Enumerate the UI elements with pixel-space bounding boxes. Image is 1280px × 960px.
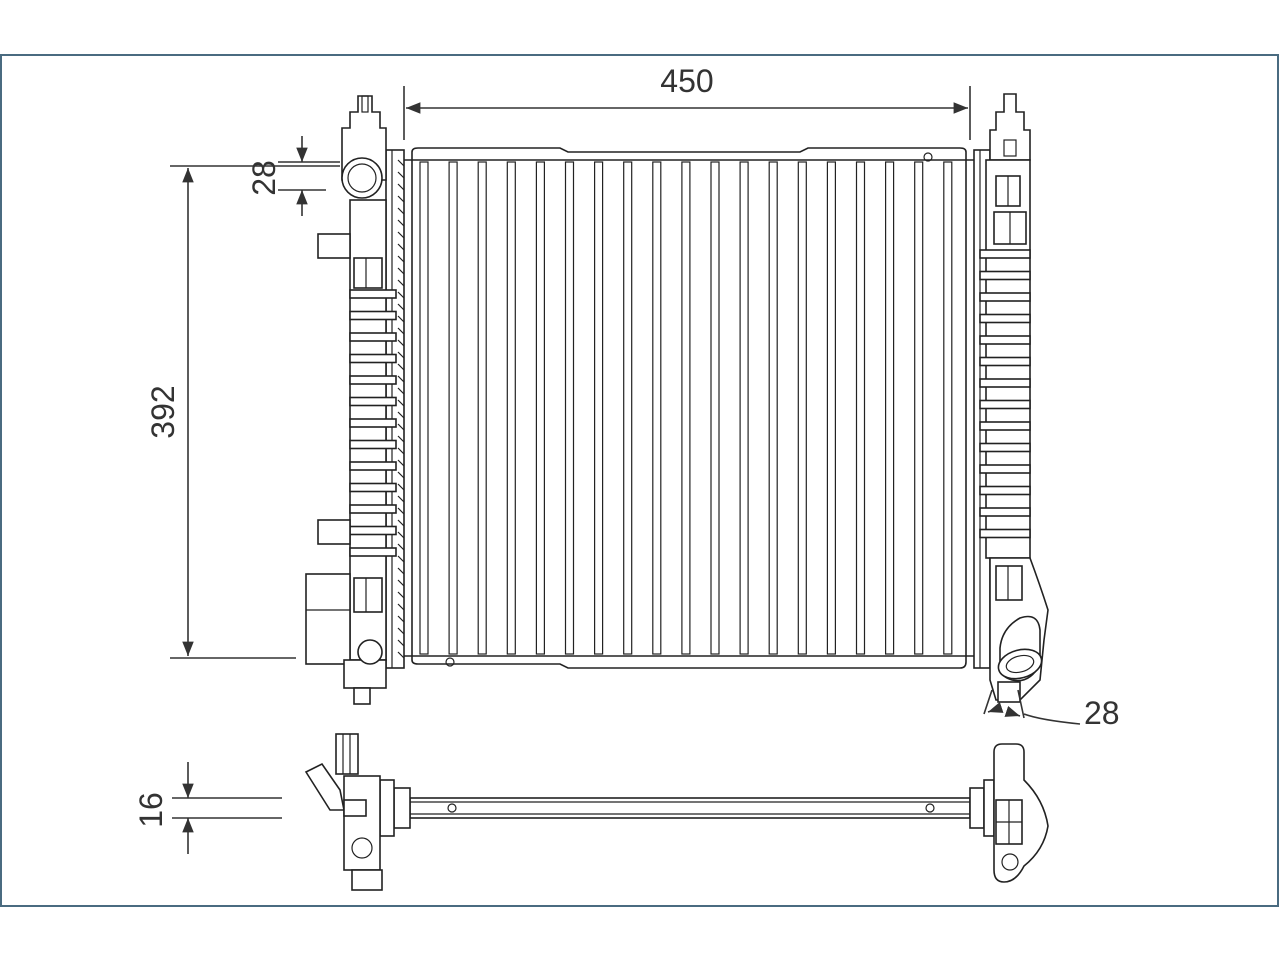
left-tank [305,95,405,705]
tank-fin [979,335,1031,345]
core-tube [797,161,807,655]
core-tube [506,161,516,655]
tank-fin [979,378,1031,388]
tank-fin [349,289,397,299]
tank-fin [349,310,397,321]
tank-fin [979,313,1031,324]
core-tube [564,161,575,655]
tank-fin [349,547,397,557]
tank-fin [349,439,397,450]
offset-dimension-label: 28 [246,160,282,196]
tank-fin [349,332,397,342]
core-tube [535,161,546,655]
width-dimension-label: 450 [660,63,713,99]
tank-fin [349,375,397,385]
tank-fin [349,418,397,428]
side-view: 16 [133,733,1049,891]
core-tube [593,161,604,655]
core-tube [448,161,458,655]
core-tube [652,161,662,655]
right-tank [973,93,1049,703]
tank-fin [349,504,397,514]
core-tube [681,161,691,655]
tank-fin [979,442,1031,453]
tank-fin [979,507,1031,517]
tank-fin [979,528,1031,539]
height-dimension: 392 [145,165,340,659]
tank-fin [979,399,1031,410]
drawing-frame [0,54,1279,907]
tank-fin [979,292,1031,302]
core-tube [768,161,778,655]
tank-fin [979,421,1031,431]
tank-fin [979,249,1031,259]
height-dimension-label: 392 [145,385,181,438]
core-tubes [419,161,953,655]
core-tube [739,161,749,655]
tank-fin [349,461,397,471]
thickness-dimension-label: 16 [133,792,169,828]
tank-fin [349,482,397,493]
core-tube [943,161,953,655]
front-view: 450 392 28 28 [145,63,1120,731]
core-tube [419,161,429,655]
radiator-core [411,147,967,669]
core-tube [884,161,895,655]
core-tube [710,161,720,655]
tank-fin [979,464,1031,474]
core-tube [855,161,866,655]
core-tube [477,161,487,655]
core-tube [623,161,633,655]
tank-fin [349,396,397,407]
outlet-dimension-label: 28 [1084,695,1120,731]
offset-dimension: 28 [246,136,340,216]
tank-fin [979,356,1031,367]
core-tube [914,161,924,655]
width-dimension: 450 [403,63,971,140]
tank-fin [349,353,397,364]
tank-fin [979,485,1031,496]
outlet-dimension: 28 [983,689,1120,731]
tank-fin [979,270,1031,281]
tank-fin [349,525,397,536]
core-tube [826,161,837,655]
